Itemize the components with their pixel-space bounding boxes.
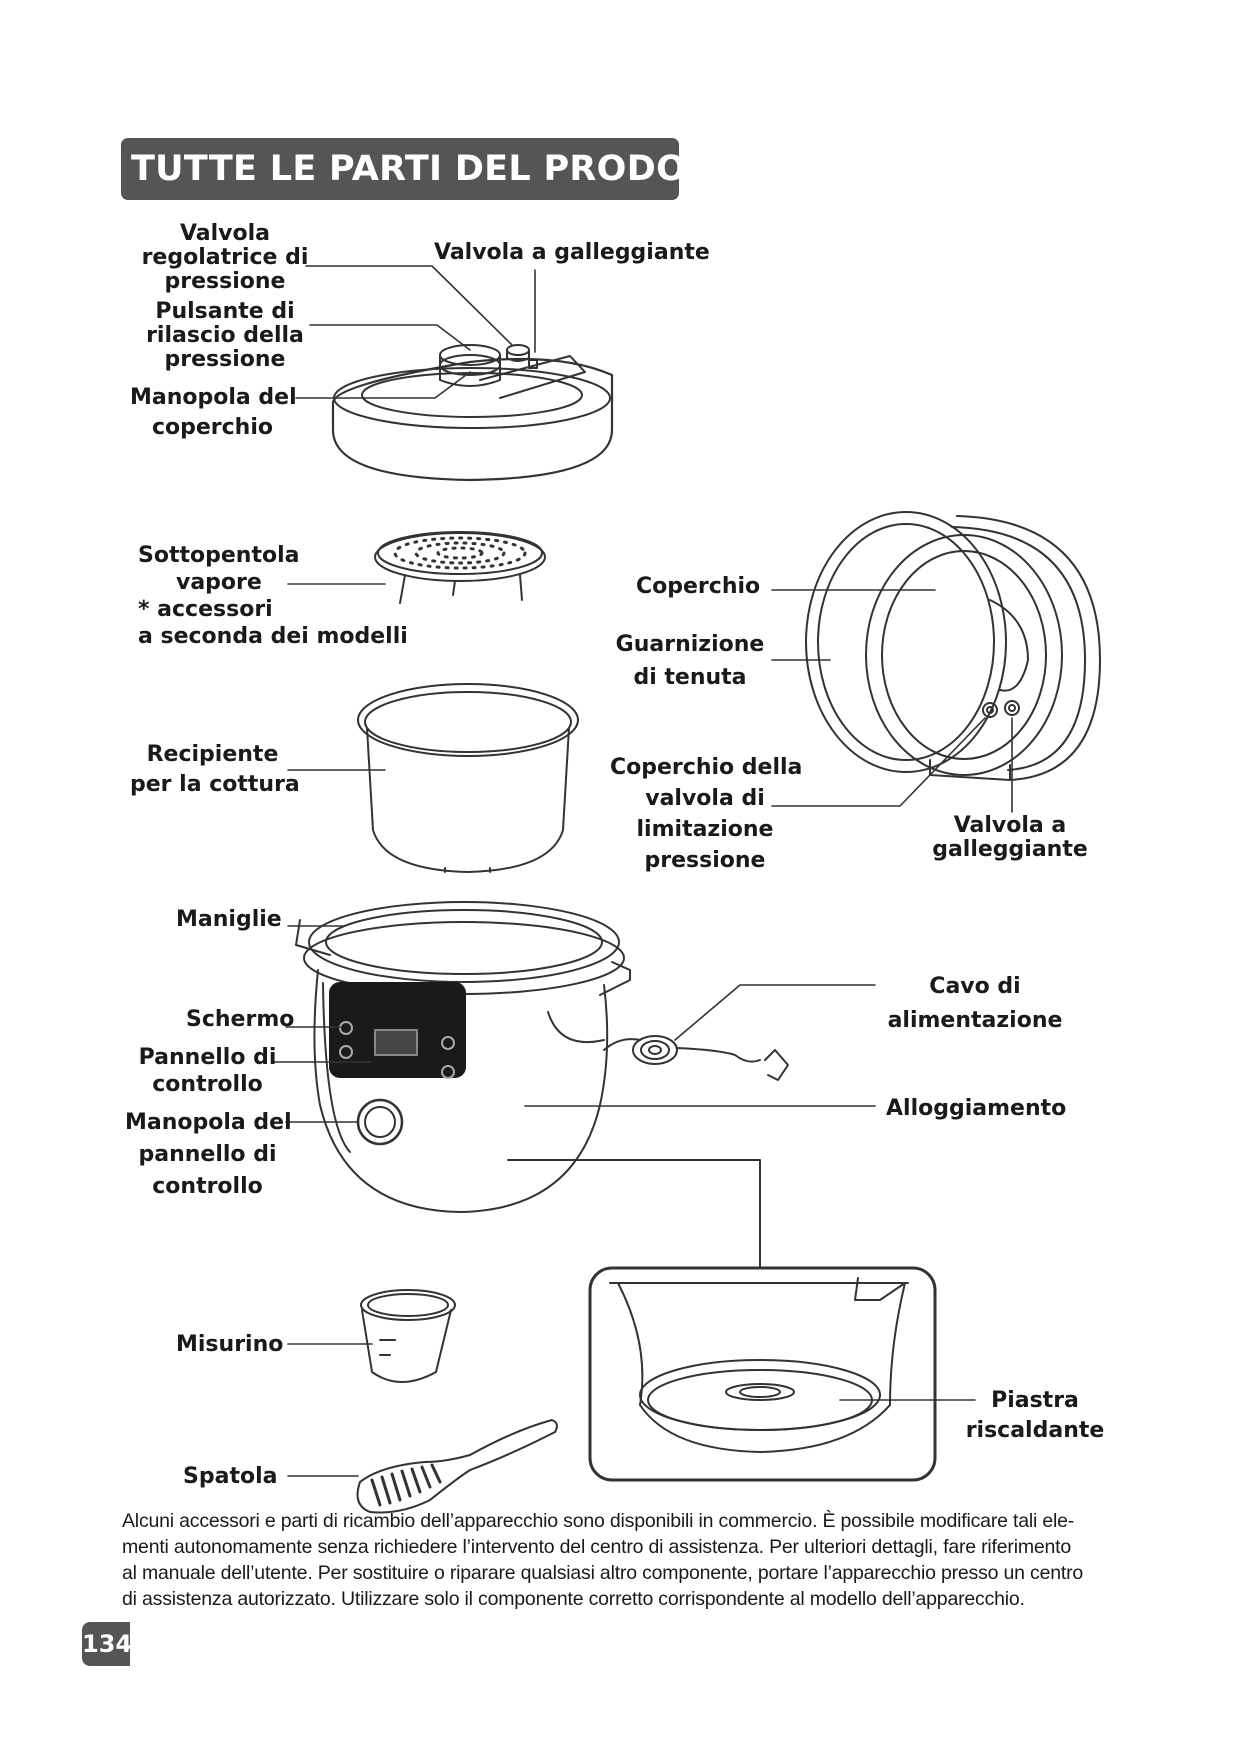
lid-gasket-illustration xyxy=(805,511,1101,781)
label-spatola: Spatola xyxy=(183,1464,278,1489)
inner-pot-illustration xyxy=(357,683,579,873)
leader-lines xyxy=(271,265,1013,1477)
label-manopola-coperchio: Manopola del coperchio xyxy=(130,385,297,440)
steam-rack-illustration xyxy=(374,531,546,604)
page-number: 134 xyxy=(82,1622,132,1666)
label-valvola-galleggiante-top: Valvola a galleggiante xyxy=(434,240,710,265)
label-maniglie: Maniglie xyxy=(176,907,282,932)
label-sottopentola: Sottopentola vapore * accessori a second… xyxy=(138,543,408,649)
label-manopola-pannello: Manopola del pannello di controllo xyxy=(125,1110,292,1199)
heating-plate-inset xyxy=(507,1159,937,1482)
label-valvola-regolatrice: Valvola regolatrice di pressione xyxy=(141,221,309,294)
label-pulsante-rilascio: Pulsante di rilascio della pressione xyxy=(146,299,304,372)
label-cavo: Cavo di alimentazione xyxy=(887,974,1063,1033)
lid-illustration xyxy=(331,344,614,482)
footnote-text: Alcuni accessori e parti di ricambio del… xyxy=(122,1510,1084,1610)
label-schermo: Schermo xyxy=(186,1007,295,1032)
label-pannello: Pannello di controllo xyxy=(138,1045,277,1097)
label-misurino: Misurino xyxy=(176,1332,284,1357)
spatula-illustration xyxy=(356,1419,558,1514)
label-valvola-galleggiante-right: Valvola a galleggiante xyxy=(932,813,1088,862)
label-coperchio: Coperchio xyxy=(636,574,761,599)
cooker-body-illustration xyxy=(295,901,789,1213)
page-title: TUTTE LE PARTI DEL PRODOTTO xyxy=(121,138,765,200)
label-piastra: Piastra riscaldante xyxy=(965,1388,1105,1443)
label-coperchio-valvola: Coperchio della valvola di limitazione p… xyxy=(610,755,803,873)
measuring-cup-illustration xyxy=(360,1289,456,1383)
label-recipiente: Recipiente per la cottura xyxy=(130,742,300,797)
label-guarnizione: Guarnizione di tenuta xyxy=(615,632,765,690)
label-alloggiamento: Alloggiamento xyxy=(886,1096,1067,1121)
